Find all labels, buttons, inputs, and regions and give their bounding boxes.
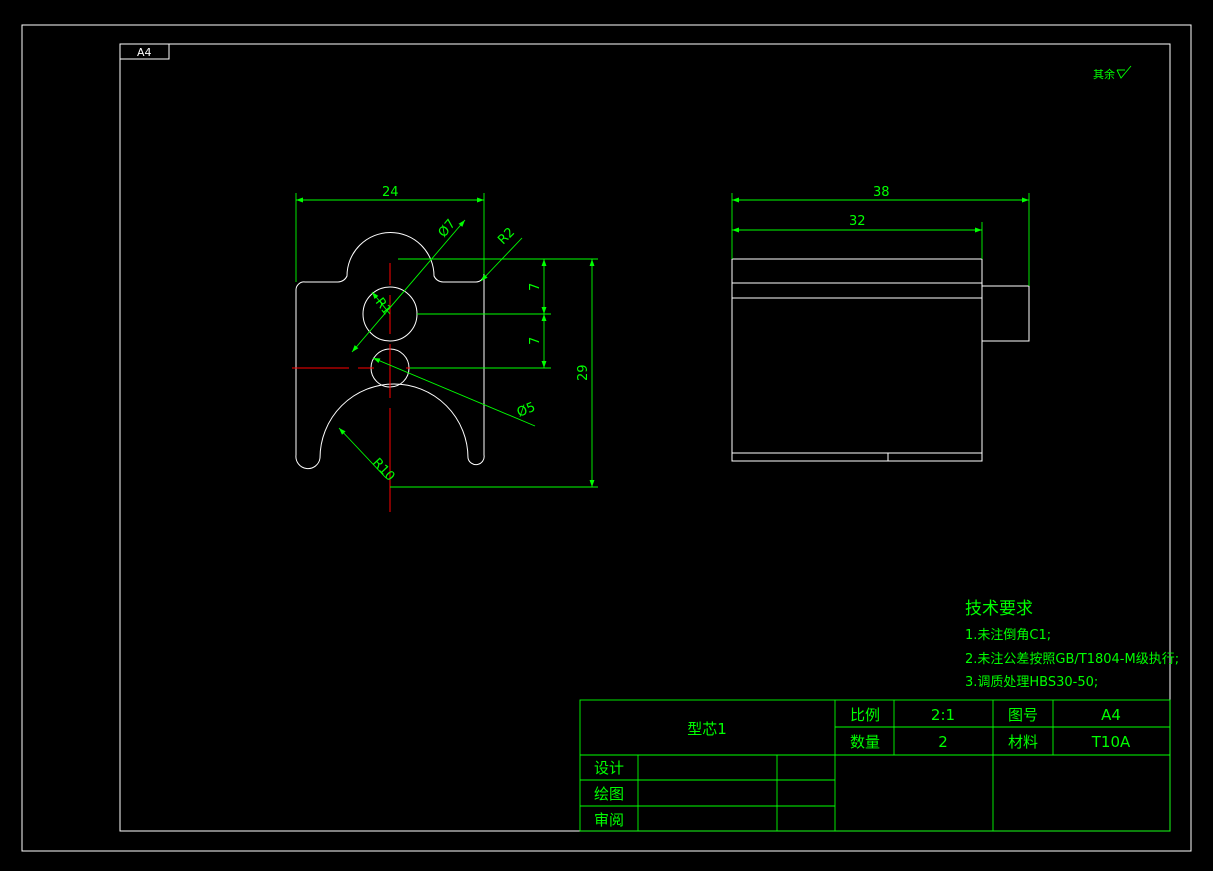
tech-requirement-item: 3.调质处理HBS30-50; [965, 675, 1098, 690]
part-name: 型芯1 [687, 720, 727, 738]
sheet-size-label: A4 [137, 46, 152, 59]
outer-border [21, 24, 1192, 852]
dim-width-label: 24 [382, 185, 399, 200]
qty-value: 2 [938, 733, 948, 751]
surface-finish-text: 其余 [1093, 67, 1115, 81]
dim-upper-step-label: 7 [528, 283, 543, 291]
side-view: 38 32 [731, 185, 1030, 462]
side-view-boss [981, 285, 1030, 342]
drafter-label: 绘图 [594, 785, 624, 803]
title-block-frame [579, 699, 1171, 832]
material-label: 材料 [1008, 733, 1038, 751]
designer-label: 设计 [594, 759, 624, 777]
title-block: 型芯1 比例 2:1 图号 A4 数量 2 材料 T10A 设计 绘图 审阅 [579, 699, 1171, 832]
qty-label: 数量 [850, 733, 880, 751]
tech-requirement-item: 2.未注公差按照GB/T1804-M级执行; [965, 652, 1179, 667]
leader-hole-radius [371, 291, 391, 315]
leader-corner-radius [480, 237, 523, 282]
side-view-body [731, 258, 983, 462]
leader-bottom-radius [338, 427, 387, 479]
reviewer-label: 审阅 [594, 811, 624, 829]
tech-requirements-title: 技术要求 [965, 599, 1033, 619]
leader-small-dia [372, 357, 536, 427]
dim-small-dia-label: Ø5 [515, 400, 538, 421]
dim-overall-length-label: 38 [873, 185, 890, 200]
dim-lower-step-label: 7 [528, 337, 543, 345]
dim-corner-radius-label: R2 [495, 225, 518, 248]
front-view: 24 29 7 7 Ø7 R2 R1 Ø5 R10 [292, 185, 598, 512]
dim-bottom-radius-label: R10 [369, 455, 397, 484]
dim-body-length-label: 32 [849, 214, 866, 229]
tech-requirements: 技术要求 1.未注倒角C1; 2.未注公差按照GB/T1804-M级执行; 3.… [965, 599, 1179, 690]
dim-large-dia-label: Ø7 [436, 217, 459, 241]
leader-large-dia [351, 219, 466, 353]
scale-label: 比例 [850, 706, 880, 724]
sheet-size-box [119, 43, 170, 60]
material-value: T10A [1091, 733, 1131, 751]
tech-requirement-item: 1.未注倒角C1; [965, 628, 1051, 643]
drawing-no-label: 图号 [1008, 706, 1038, 724]
roughness-symbol-icon [1116, 65, 1132, 79]
dim-height-label: 29 [576, 364, 591, 381]
dim-hole-radius-label: R1 [372, 295, 394, 318]
drawing-no-value: A4 [1101, 706, 1121, 724]
surface-finish-note: 其余 [1093, 65, 1132, 81]
scale-value: 2:1 [931, 706, 955, 724]
